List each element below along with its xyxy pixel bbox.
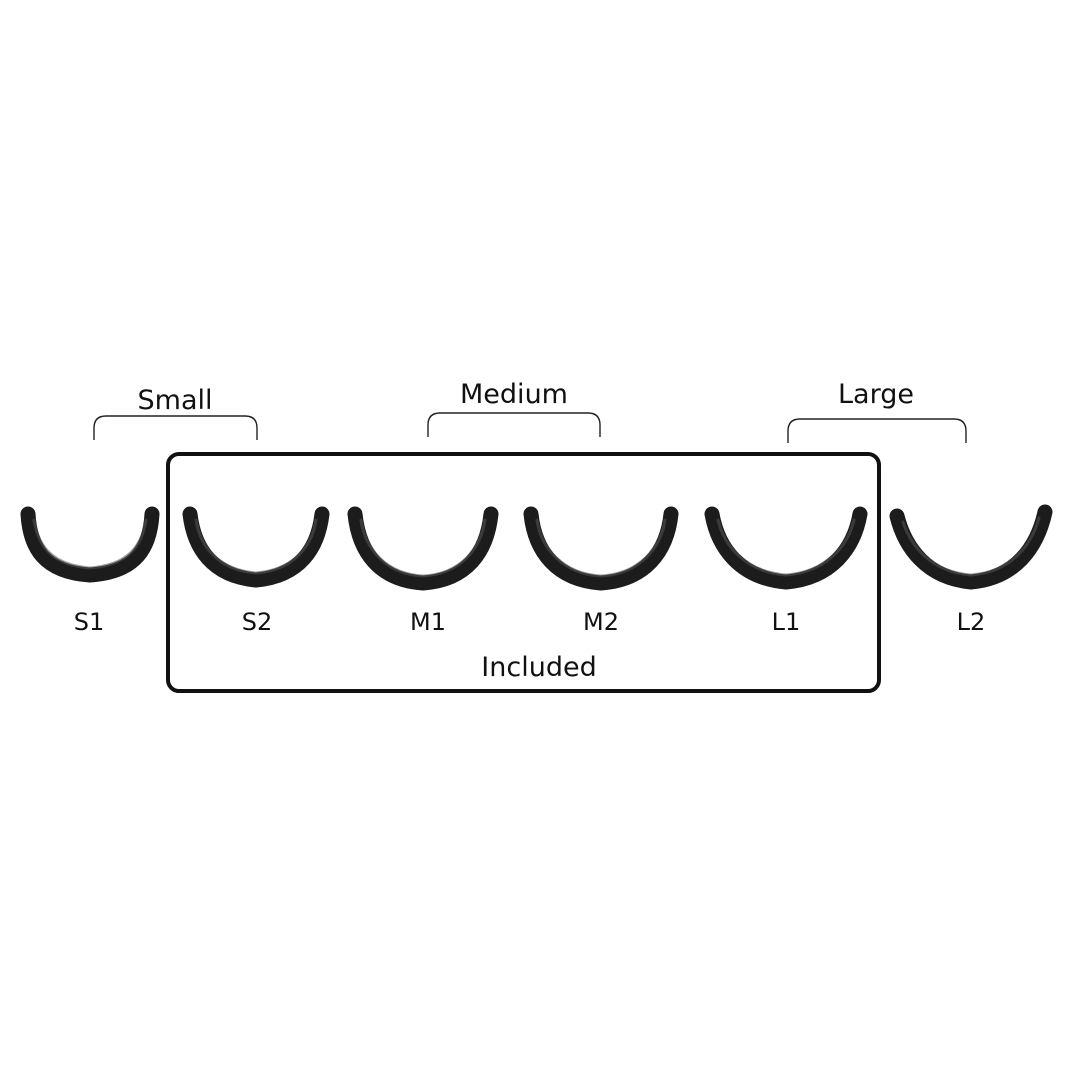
included-label: Included [481,652,596,683]
bracket-medium [427,412,601,437]
bracket-large [787,418,967,443]
item-label-s1: S1 [74,608,105,636]
cushion-image-l1 [704,506,868,590]
bracket-small [93,415,258,440]
cushion-image-l2 [889,504,1053,590]
item-label-m2: M2 [583,608,619,636]
group-label-medium: Medium [460,379,568,410]
group-label-large: Large [838,379,914,410]
group-label-small: Small [138,385,213,416]
item-label-l2: L2 [957,608,986,636]
included-box [166,452,881,693]
item-label-m1: M1 [410,608,446,636]
cushion-image-m1 [347,506,499,591]
item-label-l1: L1 [772,608,801,636]
cushion-image-s2 [182,506,330,588]
cushion-image-m2 [523,506,679,591]
item-label-s2: S2 [242,608,273,636]
cushion-image-s1 [20,506,160,583]
